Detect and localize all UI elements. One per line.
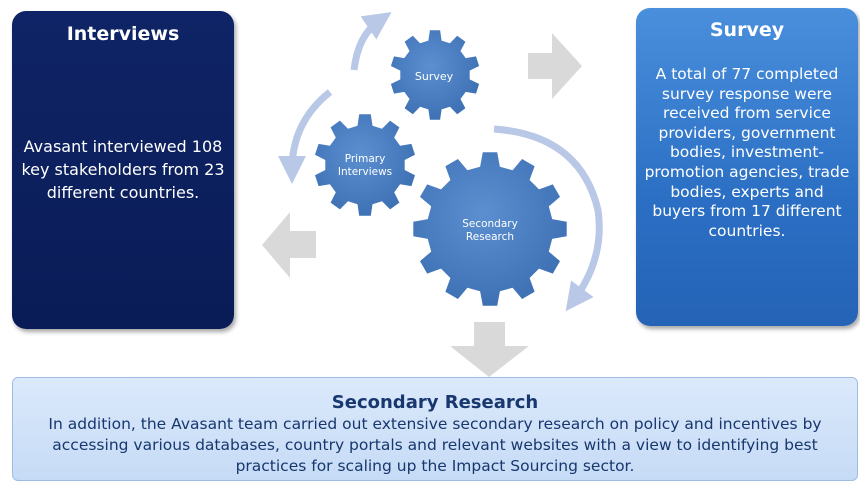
arrow-to-survey-icon (528, 33, 582, 99)
interviews-title: Interviews (66, 23, 180, 45)
survey-gear-label: Survey (415, 70, 454, 83)
primary-gear-label-line1: Primary (345, 153, 386, 165)
curved-arrow-right-icon (493, 125, 603, 312)
survey-title: Survey (709, 19, 785, 41)
secondary-gear-label-line1: Secondary (462, 218, 518, 230)
secondary-research-title: Secondary Research (331, 392, 539, 413)
survey-body: A total of 77 completed survey response … (644, 65, 850, 240)
interviews-box: Interviews Avasant interviewed 108 key s… (12, 11, 234, 329)
arrow-down-icon (450, 322, 529, 377)
curved-arrow-top-icon (350, 12, 392, 71)
arrow-to-interviews-icon (262, 212, 316, 278)
primary-interviews-gear-icon: Primary Interviews (315, 114, 415, 216)
secondary-research-gear-icon: Secondary Research (413, 152, 567, 306)
survey-box: Survey A total of 77 completed survey re… (636, 8, 858, 326)
secondary-research-box: Secondary Research In addition, the Avas… (12, 377, 858, 481)
survey-gear-icon: Survey (390, 30, 480, 120)
curved-arrow-left-icon (278, 89, 333, 184)
secondary-research-body: In addition, the Avasant team carried ou… (48, 415, 822, 475)
interviews-body: Avasant interviewed 108 key stakeholders… (21, 137, 225, 202)
secondary-gear-label-line2: Research (466, 231, 514, 243)
primary-gear-label-line2: Interviews (338, 166, 392, 178)
